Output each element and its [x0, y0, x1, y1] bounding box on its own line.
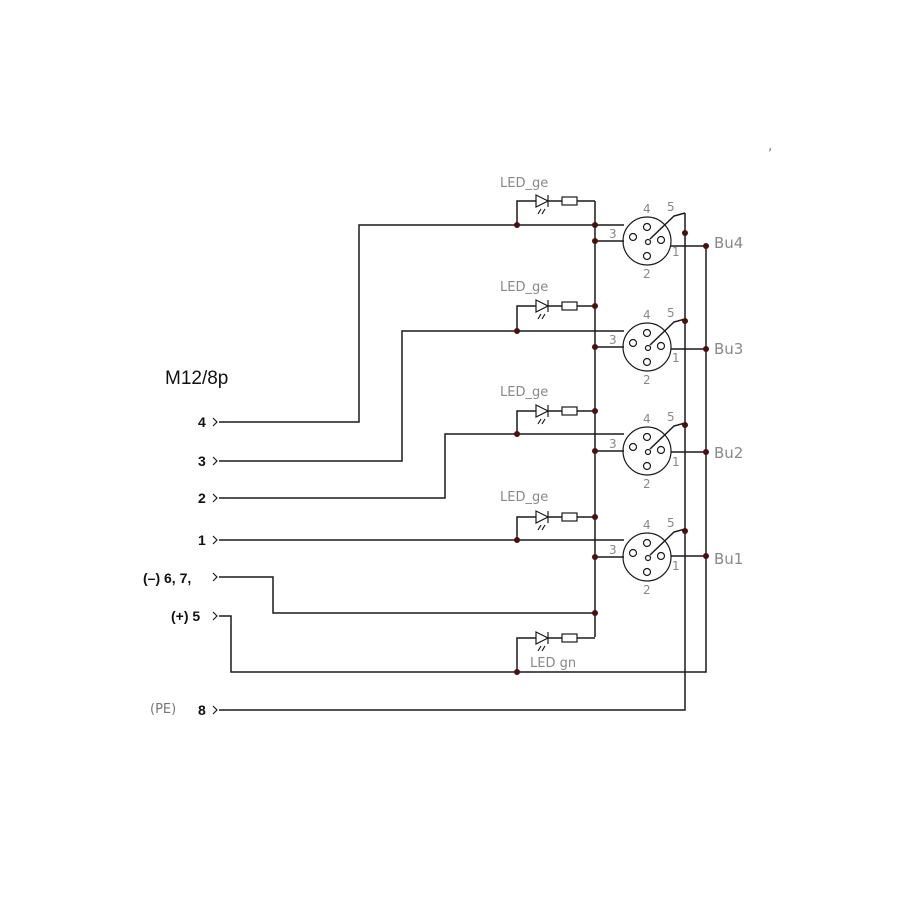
- svg-text:2: 2: [643, 583, 651, 597]
- junction-dots: [514, 222, 709, 675]
- connector-title: M12/8p: [165, 368, 228, 389]
- svg-text:3: 3: [609, 543, 617, 557]
- svg-text:LED_ge: LED_ge: [500, 385, 548, 400]
- svg-text:4: 4: [643, 412, 651, 426]
- svg-text:1: 1: [672, 245, 680, 259]
- svg-text:2: 2: [643, 477, 651, 491]
- pe-note: (PE): [150, 702, 176, 717]
- svg-text:4: 4: [198, 414, 206, 430]
- svg-text:3: 3: [609, 437, 617, 451]
- svg-text:1: 1: [672, 455, 680, 469]
- connector-pin-positive: (+) 5: [171, 608, 230, 624]
- socket-label-bu3: Bu3: [714, 340, 743, 358]
- svg-text:2: 2: [643, 267, 651, 281]
- svg-text:3: 3: [198, 453, 206, 469]
- connector-pin-3: 3: [198, 453, 230, 469]
- svg-text:LED gn: LED gn: [530, 656, 576, 671]
- svg-text:5: 5: [667, 516, 675, 530]
- connector-pin-2: 2: [198, 490, 230, 506]
- svg-text:1: 1: [672, 559, 680, 573]
- svg-text:5: 5: [667, 200, 675, 214]
- led-yellow-bu3: LED_ge: [500, 280, 595, 331]
- svg-text:5: 5: [667, 410, 675, 424]
- stray-mark: ‚: [768, 139, 772, 154]
- svg-text:2: 2: [643, 373, 651, 387]
- svg-text:3: 3: [609, 333, 617, 347]
- svg-text:2: 2: [198, 490, 206, 506]
- connector-pin-8: (PE) 8: [150, 702, 230, 718]
- svg-text:LED_ge: LED_ge: [500, 176, 548, 191]
- svg-text:LED_ge: LED_ge: [500, 280, 548, 295]
- socket-bu2: 3 4 5 1 2 Bu2: [609, 410, 743, 491]
- socket-bu1: 3 4 5 1 2 Bu1: [609, 516, 743, 597]
- led-green-power: LED gn: [516, 631, 595, 672]
- svg-text:4: 4: [643, 202, 651, 216]
- svg-text:1: 1: [672, 351, 680, 365]
- signal-wires: [230, 213, 707, 711]
- led-yellow-bu2: LED_ge: [500, 385, 595, 434]
- svg-text:8: 8: [198, 702, 206, 718]
- socket-label-bu1: Bu1: [714, 550, 743, 568]
- svg-text:5: 5: [667, 306, 675, 320]
- svg-text:LED_ge: LED_ge: [500, 490, 548, 505]
- svg-text:4: 4: [643, 518, 651, 532]
- svg-text:(–) 6, 7,: (–) 6, 7,: [143, 570, 191, 586]
- led-yellow-bu4: LED_ge: [500, 176, 595, 225]
- led-yellow-bu1: LED_ge: [500, 490, 595, 540]
- svg-text:(+) 5: (+) 5: [171, 608, 200, 624]
- socket-label-bu2: Bu2: [714, 444, 743, 462]
- socket-bu3: 3 4 5 1 2 Bu3: [609, 306, 743, 387]
- svg-text:4: 4: [643, 308, 651, 322]
- connector-pin-negative: (–) 6, 7,: [143, 570, 230, 586]
- connector-pin-1: 1: [198, 532, 230, 548]
- svg-text:3: 3: [609, 227, 617, 241]
- connector-pin-4: 4: [198, 414, 230, 430]
- socket-label-bu4: Bu4: [714, 234, 743, 252]
- svg-text:1: 1: [198, 532, 206, 548]
- socket-ground-links: [595, 240, 624, 558]
- socket-bu4: 3 4 5 1 2 Bu4: [609, 200, 743, 281]
